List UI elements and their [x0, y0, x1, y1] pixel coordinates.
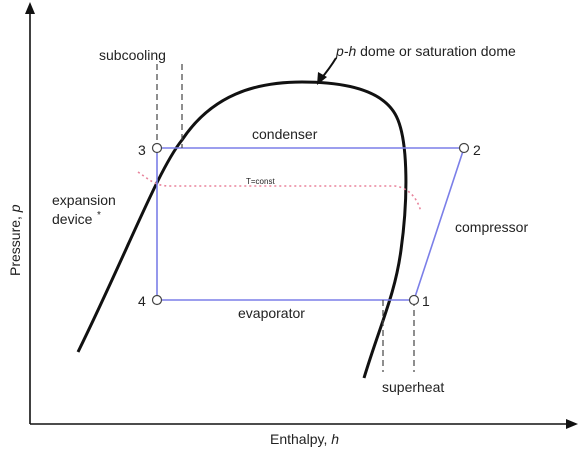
y-axis-label: Pressure, p: [7, 204, 23, 276]
x-axis-arrow-icon: [566, 419, 578, 429]
x-axis-label: Enthalpy, h: [270, 431, 339, 447]
isotherm-line: [137, 171, 422, 213]
y-axis-arrow-icon: [25, 2, 35, 14]
dome-leader-arrow-icon: [317, 72, 327, 85]
expansion-label-line2: device: [52, 211, 93, 227]
y-axis-label-text: Pressure,: [7, 212, 23, 276]
condenser-label: condenser: [252, 126, 318, 142]
state-point-1: [408, 294, 420, 306]
x-axis-variable: h: [331, 431, 339, 447]
expansion-mark: *: [97, 210, 101, 221]
dome-label-text: dome or saturation dome: [356, 43, 516, 59]
evaporator-label: evaporator: [238, 305, 305, 321]
state-label-1: 1: [422, 293, 430, 309]
compressor-label: compressor: [455, 219, 528, 235]
state-label-2: 2: [473, 142, 481, 158]
subcooling-label: subcooling: [99, 47, 166, 63]
x-axis-label-text: Enthalpy,: [270, 431, 331, 447]
cycle-path: [156, 147, 466, 301]
superheat-label: superheat: [382, 379, 444, 395]
state-point-4: [151, 294, 163, 306]
dome-label-italic: p-h: [335, 43, 356, 59]
y-axis-variable: p: [7, 204, 23, 213]
expansion-label-line1: expansion: [52, 192, 116, 208]
state-point-2: [458, 142, 470, 154]
state-point-3: [151, 142, 163, 154]
isotherm-label: T=const: [246, 177, 275, 186]
state-label-4: 4: [138, 293, 146, 309]
saturation-dome: [76, 80, 408, 379]
dome-label: p-h dome or saturation dome: [335, 43, 516, 59]
state-label-3: 3: [138, 142, 146, 158]
